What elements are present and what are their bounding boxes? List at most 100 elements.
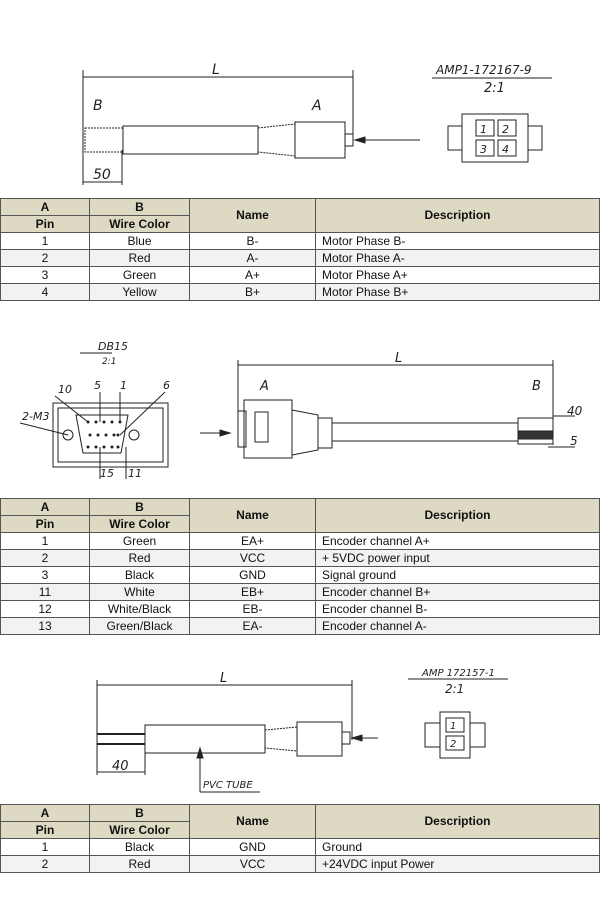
table-cell: 13 [0, 617, 90, 635]
col-a-header: A [0, 498, 90, 516]
wire-color-header: Wire Color [89, 515, 190, 533]
table-cell: VCC [189, 549, 316, 567]
table-cell: Black [89, 566, 190, 584]
svg-text:B: B [532, 379, 541, 394]
table-cell: 1 [0, 838, 90, 856]
col-a-header: A [0, 198, 90, 216]
svg-text:DB15: DB15 [98, 340, 128, 353]
description-header: Description [315, 498, 600, 533]
svg-text:1: 1 [480, 123, 487, 136]
motor-cable-drawing: L B A 50 AMP1-172167-9 2:1 1 2 3 4 [82, 62, 552, 185]
svg-text:40: 40 [567, 404, 583, 418]
table-cell: Green/Black [89, 617, 190, 635]
table-cell: + 5VDC power input [315, 549, 600, 567]
power-cable-drawing: L 40 PVC TUBE AMP 172157-1 2:1 1 2 [96, 668, 508, 793]
svg-text:AMP1-172167-9: AMP1-172167-9 [435, 63, 532, 77]
table-cell: A+ [189, 266, 316, 284]
pin-header: Pin [0, 215, 90, 233]
table-cell: Encoder channel A+ [315, 532, 600, 550]
table-cell: 4 [0, 283, 90, 301]
table-cell: GND [189, 838, 316, 856]
table-cell: 12 [0, 600, 90, 618]
encoder-cable-drawing: DB15 2:1 2-M3 10 5 1 6 15 11 L A B 40 5 [19, 340, 583, 480]
table-cell: Encoder channel B- [315, 600, 600, 618]
table-cell: 3 [0, 266, 90, 284]
col-a-header: A [0, 804, 90, 822]
table-cell: B- [189, 232, 316, 250]
table-cell: Red [89, 549, 190, 567]
description-header: Description [315, 198, 600, 233]
svg-text:2:1: 2:1 [484, 81, 505, 96]
table-cell: 1 [0, 532, 90, 550]
wire-color-header: Wire Color [89, 215, 190, 233]
table-cell: White/Black [89, 600, 190, 618]
svg-text:L: L [220, 671, 227, 686]
table-cell: EB- [189, 600, 316, 618]
table-cell: 2 [0, 249, 90, 267]
col-b-header: B [89, 804, 190, 822]
svg-text:3: 3 [480, 143, 487, 156]
svg-text:2:1: 2:1 [445, 682, 464, 696]
table-cell: +24VDC input Power [315, 855, 600, 873]
table-cell: Motor Phase B- [315, 232, 600, 250]
svg-text:2: 2 [450, 739, 456, 750]
table-cell: Green [89, 532, 190, 550]
svg-text:2-M3: 2-M3 [22, 410, 49, 423]
svg-text:50: 50 [93, 167, 111, 183]
svg-text:PVC TUBE: PVC TUBE [203, 780, 253, 791]
table-cell: 2 [0, 855, 90, 873]
svg-text:2:1: 2:1 [102, 357, 116, 367]
table-cell: Motor Phase B+ [315, 283, 600, 301]
svg-text:6: 6 [163, 379, 170, 392]
table-cell: Blue [89, 232, 190, 250]
table-cell: B+ [189, 283, 316, 301]
table-cell: 11 [0, 583, 90, 601]
name-header: Name [189, 804, 316, 839]
table-cell: VCC [189, 855, 316, 873]
svg-text:2: 2 [502, 123, 509, 136]
table-cell: Ground [315, 838, 600, 856]
name-header: Name [189, 498, 316, 533]
svg-text:A: A [259, 379, 269, 394]
svg-text:L: L [395, 351, 402, 366]
table-cell: Red [89, 855, 190, 873]
table-cell: EB+ [189, 583, 316, 601]
table-cell: GND [189, 566, 316, 584]
table-cell: Motor Phase A- [315, 249, 600, 267]
table-cell: EA- [189, 617, 316, 635]
svg-text:40: 40 [112, 759, 129, 774]
table-cell: EA+ [189, 532, 316, 550]
svg-text:15: 15 [100, 467, 114, 480]
table-cell: Encoder channel A- [315, 617, 600, 635]
table-cell: 3 [0, 566, 90, 584]
svg-text:1: 1 [450, 721, 456, 732]
svg-text:4: 4 [502, 143, 509, 156]
table-cell: Green [89, 266, 190, 284]
wire-color-header: Wire Color [89, 821, 190, 839]
table-cell: White [89, 583, 190, 601]
col-b-header: B [89, 198, 190, 216]
table-cell: 2 [0, 549, 90, 567]
table-cell: Black [89, 838, 190, 856]
svg-text:AMP 172157-1: AMP 172157-1 [421, 668, 495, 679]
table-cell: Encoder channel B+ [315, 583, 600, 601]
svg-text:10: 10 [58, 383, 72, 396]
table-cell: Red [89, 249, 190, 267]
svg-text:A: A [311, 98, 322, 114]
svg-text:5: 5 [570, 434, 578, 448]
table-cell: 1 [0, 232, 90, 250]
svg-text:11: 11 [128, 467, 142, 480]
col-b-header: B [89, 498, 190, 516]
